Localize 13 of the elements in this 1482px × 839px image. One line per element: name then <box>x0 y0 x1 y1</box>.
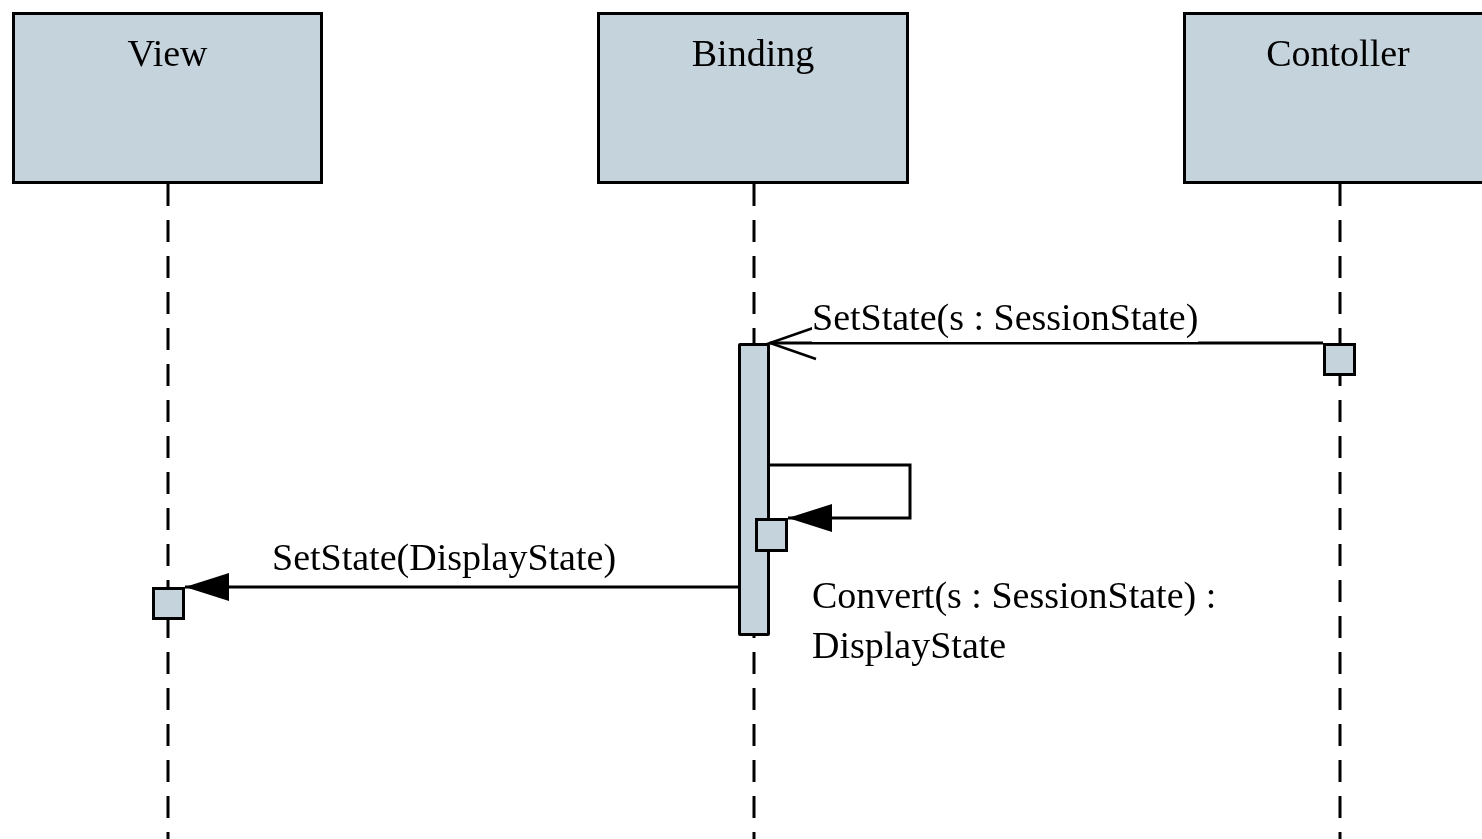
activation-box <box>152 587 185 620</box>
participant-name: Contoller <box>1265 33 1411 73</box>
message-arrow <box>185 573 738 601</box>
message-arrow <box>768 325 1323 361</box>
activation-bar <box>738 343 770 636</box>
message-arrow <box>770 463 912 532</box>
lifeline-head-box <box>12 12 323 184</box>
participant-name: Binding <box>690 33 816 73</box>
participant-name: View <box>126 33 209 73</box>
lifeline-head-box <box>597 12 909 184</box>
lifeline-head-box <box>1183 12 1482 184</box>
activation-box <box>1323 343 1356 376</box>
activation-box <box>755 518 788 552</box>
